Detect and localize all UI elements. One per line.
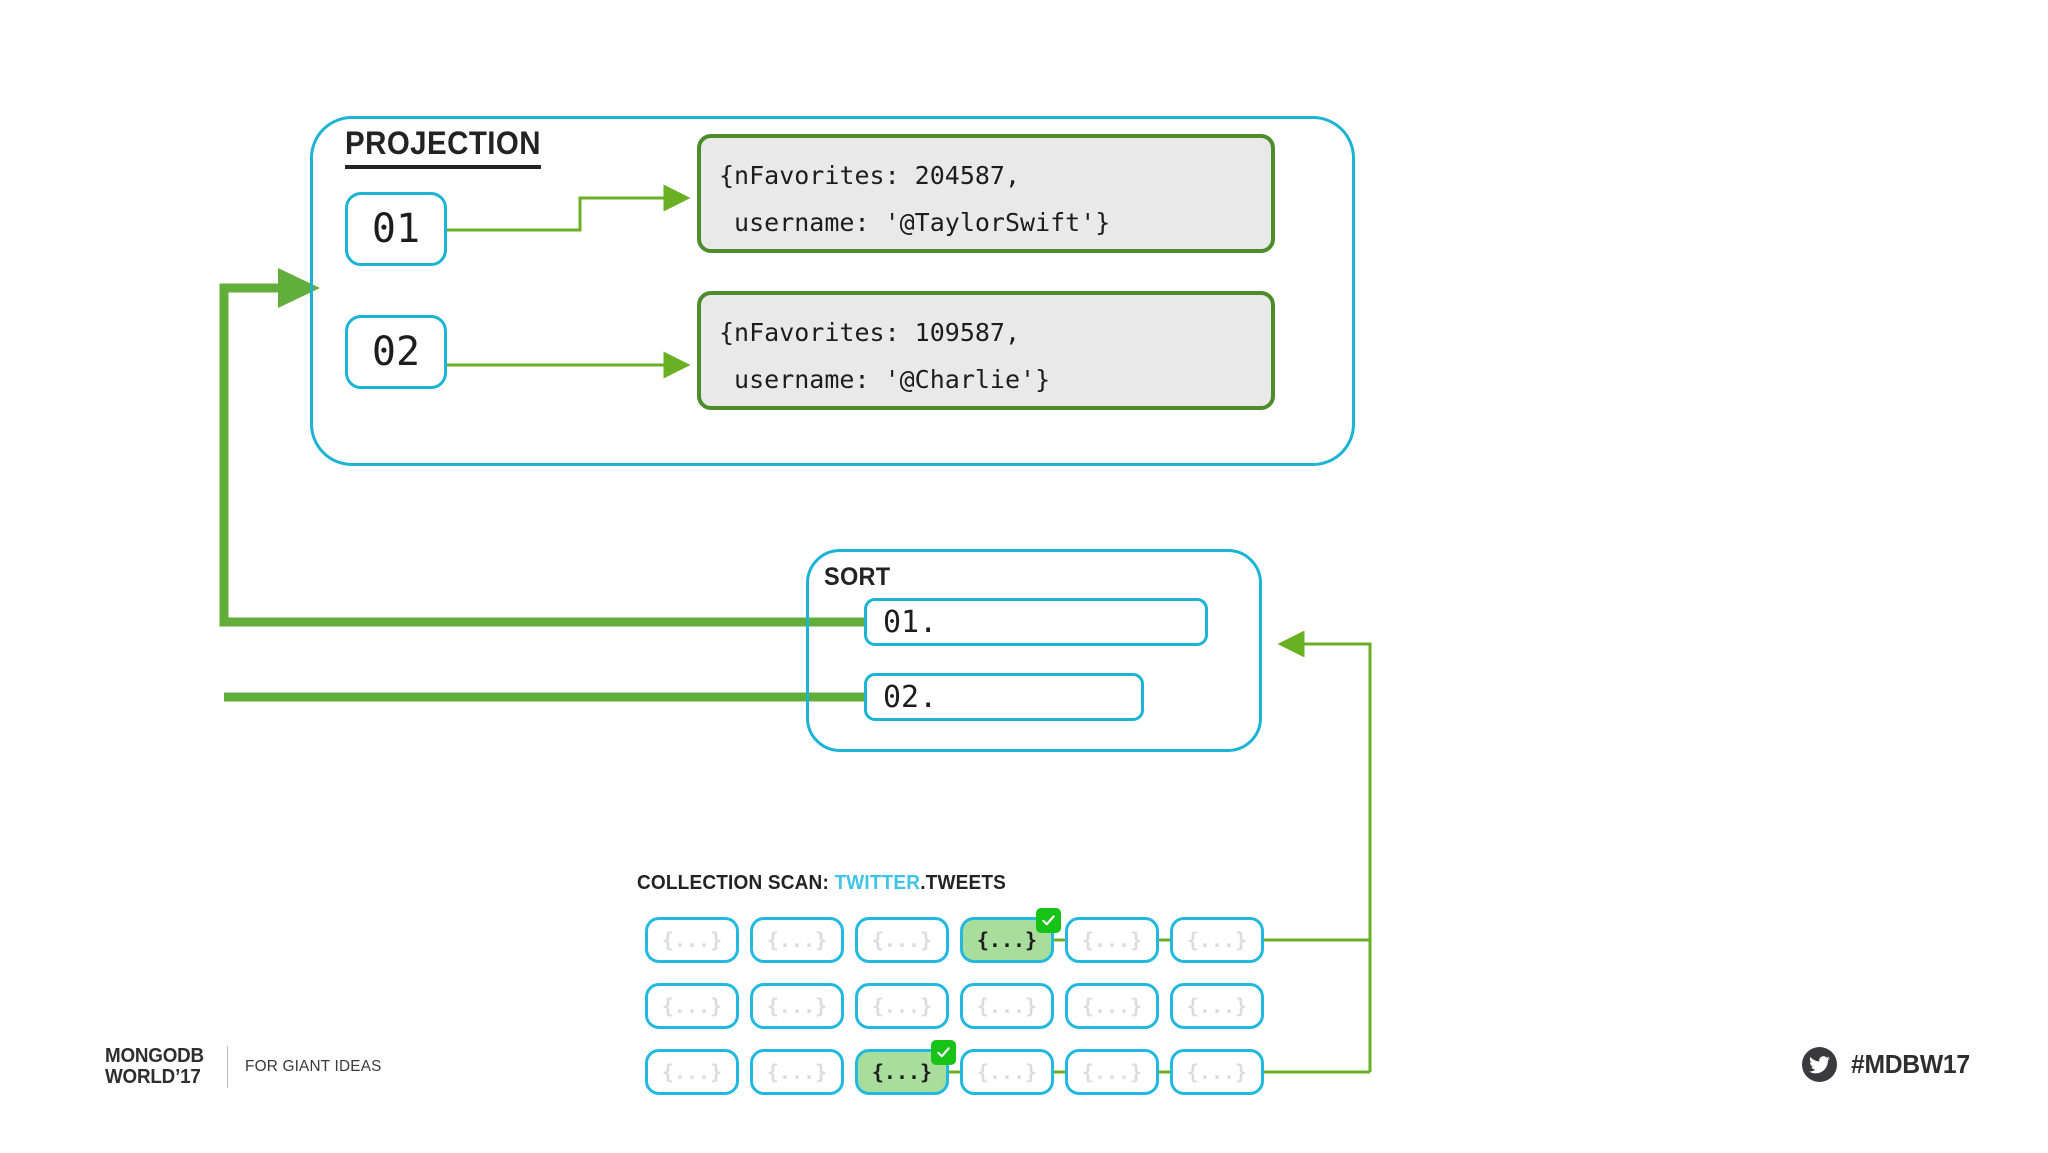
- scan-document[interactable]: {...}: [855, 983, 949, 1029]
- scan-document[interactable]: {...}: [750, 1049, 844, 1095]
- scan-document[interactable]: {...}: [1065, 917, 1159, 963]
- scan-document[interactable]: {...}: [750, 983, 844, 1029]
- scan-document[interactable]: {...}: [960, 983, 1054, 1029]
- check-icon: [1036, 908, 1061, 933]
- projection-title: PROJECTION: [345, 125, 541, 169]
- collection-scan-prefix: COLLECTION SCAN:: [637, 872, 829, 894]
- brand-lockup: MONGODB WORLD’17 FOR GIANT IDEAS: [105, 1046, 388, 1088]
- scan-document[interactable]: {...}: [645, 917, 739, 963]
- scan-document-label: {...}: [976, 1060, 1038, 1084]
- scan-document-label: {...}: [1186, 1060, 1248, 1084]
- scan-document-label: {...}: [766, 1060, 828, 1084]
- collection-scan-database: TWITTER: [828, 872, 921, 894]
- check-icon: [931, 1040, 956, 1065]
- scan-document[interactable]: {...}: [645, 1049, 739, 1095]
- scan-document-label: {...}: [976, 994, 1038, 1018]
- scan-document[interactable]: {...}: [1170, 1049, 1264, 1095]
- event-hashtag: #MDBW17: [1801, 1047, 1976, 1082]
- scan-document-label: {...}: [976, 928, 1038, 952]
- brand-name: MONGODB WORLD’17: [105, 1045, 204, 1088]
- projection-item-01[interactable]: 01: [345, 192, 447, 266]
- scan-document-label: {...}: [871, 928, 933, 952]
- sort-panel: [806, 549, 1262, 752]
- sort-item-02[interactable]: 02.: [864, 673, 1144, 721]
- scan-document-label: {...}: [661, 994, 723, 1018]
- scan-document-label: {...}: [871, 994, 933, 1018]
- hashtag-text: #MDBW17: [1850, 1049, 1970, 1079]
- scan-document-label: {...}: [1081, 928, 1143, 952]
- projection-document-01: {nFavorites: 204587, username: '@TaylorS…: [697, 134, 1275, 253]
- collection-scan-collection: .TWEETS: [920, 872, 1006, 894]
- sort-title: SORT: [824, 563, 891, 591]
- projection-item-02[interactable]: 02: [345, 315, 447, 389]
- collection-scan-label: COLLECTION SCAN: TWITTER.TWEETS: [637, 872, 1006, 895]
- scan-document[interactable]: {...}: [750, 917, 844, 963]
- brand-divider: [227, 1046, 229, 1088]
- projection-document-02: {nFavorites: 109587, username: '@Charlie…: [697, 291, 1275, 410]
- scan-document-label: {...}: [1081, 994, 1143, 1018]
- scan-document-label: {...}: [661, 928, 723, 952]
- scan-document[interactable]: {...}: [1170, 983, 1264, 1029]
- scan-document-label: {...}: [871, 1060, 933, 1084]
- twitter-icon: [1801, 1047, 1837, 1082]
- scan-document-label: {...}: [661, 1060, 723, 1084]
- brand-tagline: FOR GIANT IDEAS: [245, 1058, 382, 1075]
- scan-document-label: {...}: [766, 928, 828, 952]
- scan-document[interactable]: {...}: [855, 917, 949, 963]
- scan-document[interactable]: {...}: [1065, 983, 1159, 1029]
- scan-document[interactable]: {...}: [1170, 917, 1264, 963]
- scan-document[interactable]: {...}: [645, 983, 739, 1029]
- scan-document-matched[interactable]: {...}: [960, 908, 1061, 963]
- scan-document-label: {...}: [1081, 1060, 1143, 1084]
- sort-item-01[interactable]: 01.: [864, 598, 1208, 646]
- scan-document[interactable]: {...}: [1065, 1049, 1159, 1095]
- scan-document-label: {...}: [766, 994, 828, 1018]
- scan-document-label: {...}: [1186, 994, 1248, 1018]
- scan-document[interactable]: {...}: [960, 1049, 1054, 1095]
- scan-document-matched[interactable]: {...}: [855, 1040, 956, 1095]
- projection-panel: [310, 116, 1355, 466]
- scan-document-label: {...}: [1186, 928, 1248, 952]
